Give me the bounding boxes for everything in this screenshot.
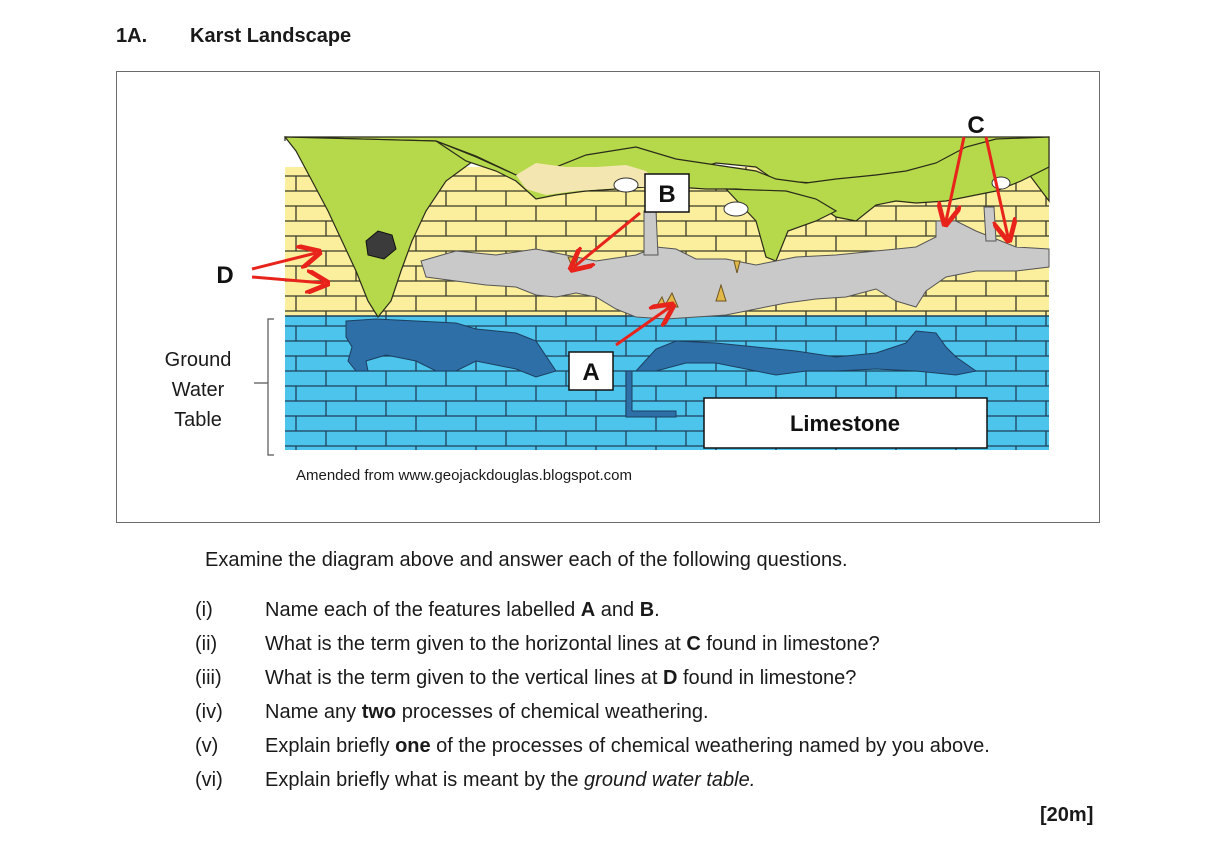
- cave-shaft-c: [983, 206, 997, 242]
- question-num: (vi): [195, 769, 223, 791]
- question-text: Explain briefly what is meant by the gro…: [265, 769, 756, 791]
- question-num: (iii): [195, 667, 222, 689]
- gwt-label-line3: Table: [174, 409, 222, 431]
- figure-frame: [116, 71, 1100, 523]
- question-text: What is the term given to the horizontal…: [265, 633, 880, 655]
- gwt-bracket: [254, 318, 274, 456]
- question-text: What is the term given to the vertical l…: [265, 667, 857, 689]
- question-number: 1A.: [116, 25, 148, 47]
- question-num: (i): [195, 599, 213, 621]
- underground-water: [625, 370, 677, 418]
- boulder: [365, 230, 397, 260]
- question-num: (ii): [195, 633, 218, 655]
- question-text: Explain briefly one of the processes of …: [265, 735, 990, 757]
- instructions: Examine the diagram above and answer eac…: [205, 549, 848, 571]
- cave-shaft-b: [643, 210, 659, 256]
- karst-diagram: B A Limestone C D Ground Water Table Ame…: [165, 112, 1050, 484]
- question-num: (v): [195, 735, 219, 757]
- limestone-label-box: Limestone: [703, 397, 988, 449]
- grass-dip-right: [724, 188, 838, 262]
- svg-text:B: B: [658, 181, 675, 208]
- red-arrows: [251, 136, 1008, 347]
- underground-water: [634, 330, 978, 376]
- question-num: (iv): [195, 701, 223, 723]
- underground-water: [345, 318, 557, 378]
- svg-text:A: A: [582, 359, 599, 386]
- label-a-box: A: [568, 351, 614, 391]
- question-title: Karst Landscape: [190, 25, 352, 47]
- question-text: Name each of the features labelled A and…: [265, 599, 660, 621]
- svg-text:Limestone: Limestone: [790, 411, 900, 436]
- gwt-label-line1: Ground: [165, 349, 232, 371]
- swallow-hole: [613, 177, 639, 193]
- question-text: Name any two processes of chemical weath…: [265, 701, 709, 723]
- marks-total: [20m]: [1040, 804, 1094, 826]
- cave-passage: [420, 220, 1050, 320]
- image-credit: Amended from www.geojackdouglas.blogspot…: [296, 467, 632, 484]
- swallow-hole: [723, 201, 749, 217]
- label-d: D: [216, 262, 233, 289]
- label-b-box: B: [644, 173, 690, 213]
- label-c: C: [967, 112, 984, 139]
- doline-hollow: [283, 136, 478, 319]
- gwt-label-line2: Water: [172, 379, 225, 401]
